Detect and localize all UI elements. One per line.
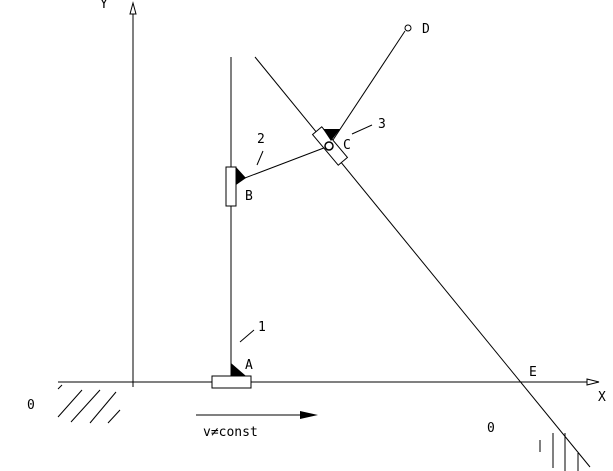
guide-line-ce (254, 56, 591, 468)
velocity-label: v≠const (203, 425, 258, 440)
ground-right-label: 0 (487, 421, 495, 436)
point-d-label: D (422, 22, 430, 37)
point-b-label: B (245, 189, 253, 204)
leader-3 (351, 124, 373, 135)
slider-a (211, 375, 252, 389)
link-1-label: 1 (258, 320, 266, 335)
link-3-cd (328, 30, 406, 147)
ground-left-label: 0 (27, 398, 35, 413)
point-c-label: C (343, 138, 351, 153)
joint-c (324, 141, 334, 151)
x-axis-label: X (598, 390, 606, 405)
leader-1 (239, 329, 255, 343)
y-axis-arrow (129, 1, 137, 15)
joint-b-triangle (236, 167, 246, 185)
link-3-label: 3 (378, 117, 386, 132)
leader-2 (256, 150, 264, 166)
joint-d (404, 24, 412, 32)
link-2-label: 2 (257, 132, 265, 147)
joint-a-triangle (231, 363, 246, 376)
ground-hatch-left (57, 384, 121, 424)
link-2-bc (236, 145, 330, 182)
point-e-label: E (529, 365, 537, 380)
point-a-label: A (245, 358, 253, 373)
slider-b (225, 166, 237, 207)
velocity-arrow-head (300, 411, 318, 419)
ground-right (539, 433, 579, 471)
joint-c-triangle (323, 129, 340, 141)
y-axis-label: Y (100, 0, 108, 12)
x-axis-arrow (586, 378, 600, 386)
